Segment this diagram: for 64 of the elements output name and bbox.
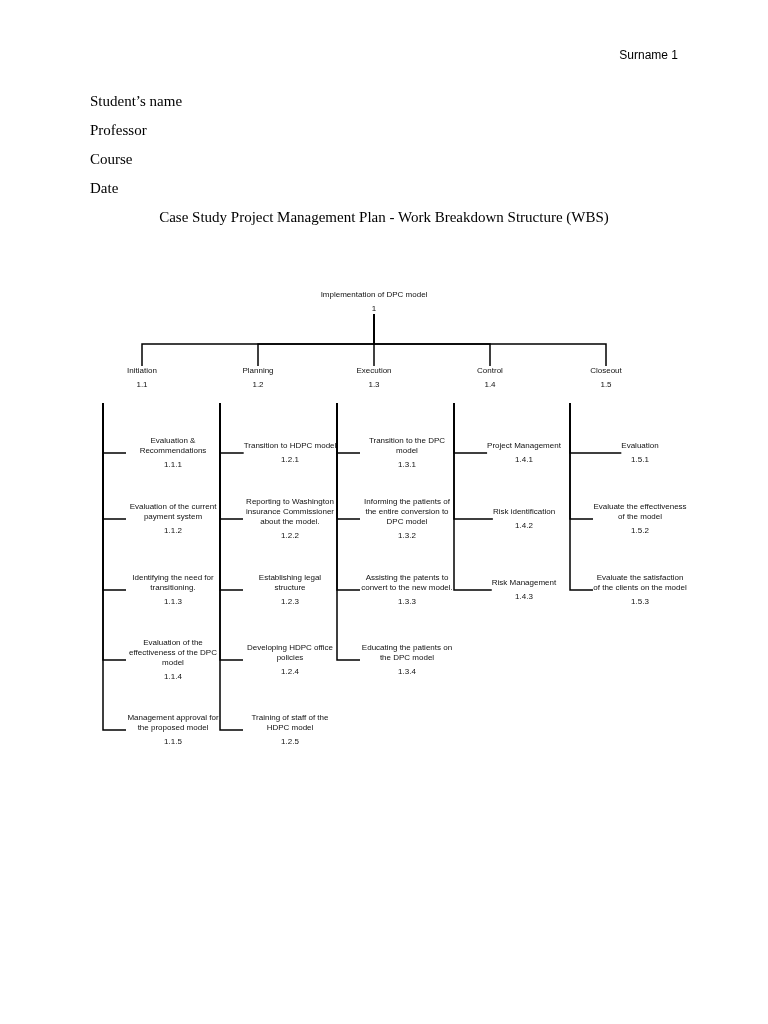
task-name: Project Management bbox=[487, 441, 561, 451]
heading-line: Date bbox=[90, 180, 119, 197]
task-code: 1.5.1 bbox=[631, 455, 649, 465]
task-name: Risk identification bbox=[492, 507, 556, 517]
task-name: Evaluate the effectiveness of the model bbox=[593, 502, 687, 522]
task-code: 1.1.1 bbox=[164, 460, 182, 470]
diagram-title: Case Study Project Management Plan - Work Breakdown Structure (WBS) bbox=[158, 209, 610, 226]
task-name: Evaluation bbox=[621, 441, 659, 451]
task-name: Training of staff of the HDPC model bbox=[250, 713, 330, 733]
heading-line: Course bbox=[90, 151, 133, 168]
task-code: 1.4 bbox=[484, 380, 496, 390]
connector-line bbox=[219, 402, 244, 731]
task-code: 1.5 bbox=[600, 380, 612, 390]
task-name: Management approval for the proposed model bbox=[126, 713, 220, 733]
task-code: 1.3.3 bbox=[398, 597, 416, 607]
task-code: 1.2 bbox=[252, 380, 264, 390]
task-name: Identifying the need for transitioning. bbox=[131, 573, 215, 593]
task-code: 1.1.2 bbox=[164, 526, 182, 536]
task-name: Evaluation of the current payment system bbox=[128, 502, 218, 522]
task-name: Evaluate the satisfaction of the clients on the model bbox=[593, 573, 687, 593]
connector-line bbox=[336, 402, 361, 661]
task-code: 1.4.1 bbox=[515, 455, 533, 465]
task-code: 1.5.2 bbox=[631, 526, 649, 536]
task-name: Transition to the DPC model bbox=[367, 436, 447, 456]
task-name: Assisting the patents to convert to the new model. bbox=[360, 573, 454, 593]
task-code: 1.3.2 bbox=[398, 531, 416, 541]
task-code: 1.1.4 bbox=[164, 672, 182, 682]
task-name: Transition to HDPC model bbox=[243, 441, 337, 451]
task-code: 1.1 bbox=[136, 380, 148, 390]
task-name: Evaluation of the effectiveness of the DPC model bbox=[128, 638, 218, 668]
task-code: 1.4.3 bbox=[515, 592, 533, 602]
task-name: Implementation of DPC model bbox=[320, 290, 428, 300]
task-name: Control bbox=[477, 366, 503, 376]
task-code: 1.5.3 bbox=[631, 597, 649, 607]
heading-line: Professor bbox=[90, 122, 147, 139]
connector-line bbox=[102, 402, 127, 731]
task-name: Execution bbox=[356, 366, 392, 376]
task-name: Informing the patients of the entire conversion to DPC model bbox=[363, 497, 451, 527]
task-code: 1.2.2 bbox=[281, 531, 299, 541]
task-code: 1.2.5 bbox=[281, 737, 299, 747]
task-code: 1.3 bbox=[368, 380, 380, 390]
task-name: Evaluation & Recommendations bbox=[138, 436, 208, 456]
task-code: 1.4.2 bbox=[515, 521, 533, 531]
task-name: Educating the patients on the DPC model bbox=[360, 643, 454, 663]
heading-line: Student’s name bbox=[90, 93, 183, 110]
task-name: Closeout bbox=[590, 366, 622, 376]
task-name: Initiation bbox=[127, 366, 157, 376]
connector-line bbox=[453, 402, 493, 591]
task-code: 1.2.1 bbox=[281, 455, 299, 465]
task-name: Establishing legal structure bbox=[257, 573, 323, 593]
connector-line bbox=[373, 313, 607, 367]
task-code: 1.2.3 bbox=[281, 597, 299, 607]
task-code: 1.3.1 bbox=[398, 460, 416, 470]
task-name: Risk Management bbox=[491, 578, 557, 588]
page-header: Surname 1 bbox=[619, 48, 678, 62]
task-code: 1 bbox=[371, 304, 377, 314]
task-name: Reporting to Washington insurance Commissioner about the model. bbox=[245, 497, 335, 527]
task-code: 1.1.3 bbox=[164, 597, 182, 607]
connector-line bbox=[569, 402, 594, 591]
task-name: Developing HDPC office policies bbox=[245, 643, 335, 663]
task-name: Planning bbox=[242, 366, 274, 376]
task-code: 1.2.4 bbox=[281, 667, 299, 677]
task-code: 1.1.5 bbox=[164, 737, 182, 747]
task-code: 1.3.4 bbox=[398, 667, 416, 677]
